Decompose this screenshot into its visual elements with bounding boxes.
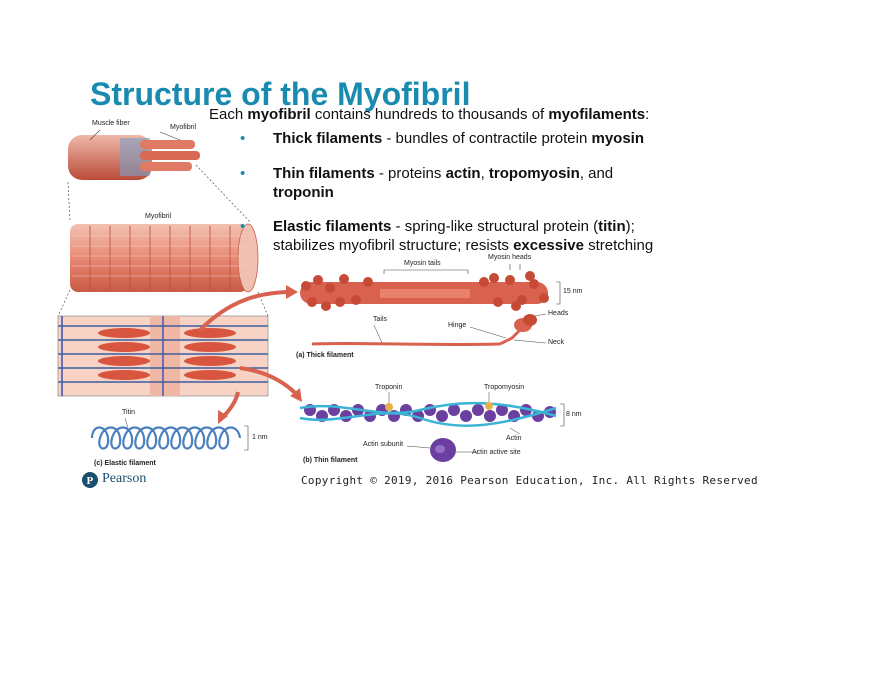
- label-myosin-heads: Myosin heads: [488, 254, 532, 261]
- label-myofibril-top: Myofibril: [170, 124, 197, 131]
- label-thick-width: 15 nm: [563, 288, 583, 295]
- caption-thick-filament: (a) Thick filament: [296, 352, 354, 359]
- label-muscle-fiber: Muscle fiber: [92, 120, 130, 127]
- svg-text:P: P: [87, 475, 94, 487]
- bullet-elastic-filaments: • Elastic filaments - spring-like struct…: [240, 218, 654, 254]
- label-actin-subunit: Actin subunit: [363, 441, 404, 448]
- label-tails: Tails: [373, 316, 388, 323]
- bullet-thin-filaments: • Thin filaments - proteins actin, tropo…: [240, 165, 614, 201]
- intro-text: Each myofibril contains hundreds to thou…: [209, 106, 650, 123]
- label-neck: Neck: [548, 339, 564, 346]
- label-myofibril-mid: Myofibril: [145, 213, 172, 220]
- label-troponin: Troponin: [375, 384, 403, 391]
- myofibril-cylinder: [70, 223, 259, 293]
- label-titin: Titin: [122, 409, 135, 416]
- elastic-filament-drawing: [90, 426, 242, 450]
- label-actin: Actin: [506, 435, 522, 442]
- bullet-marker: •: [240, 130, 246, 147]
- sarcomere-detail: [57, 315, 269, 397]
- label-elastic-width: 1 nm: [252, 434, 268, 441]
- pearson-logo-icon: P: [82, 472, 98, 488]
- label-thin-width: 8 nm: [566, 411, 582, 418]
- pearson-wordmark: Pearson: [102, 471, 147, 486]
- caption-thin-filament: (b) Thin filament: [303, 457, 358, 464]
- bullet-marker: •: [240, 165, 246, 182]
- slide-title: Structure of the Myofibril: [90, 76, 471, 112]
- muscle-fiber-image: [68, 129, 200, 180]
- label-actin-active-site: Actin active site: [472, 449, 521, 456]
- label-heads: Heads: [548, 310, 569, 317]
- thick-filament-drawing: [300, 264, 561, 347]
- copyright-notice: Copyright © 2019, 2016 Pearson Education…: [301, 474, 758, 487]
- bullet-thick-filaments: • Thick filaments - bundles of contracti…: [240, 130, 645, 147]
- thin-filament-drawing: [299, 392, 565, 462]
- bullet-marker: •: [240, 218, 246, 235]
- caption-elastic-filament: (c) Elastic filament: [94, 460, 156, 467]
- label-tropomyosin: Tropomyosin: [484, 384, 525, 391]
- label-hinge: Hinge: [448, 322, 467, 329]
- label-myosin-tails: Myosin tails: [404, 260, 441, 267]
